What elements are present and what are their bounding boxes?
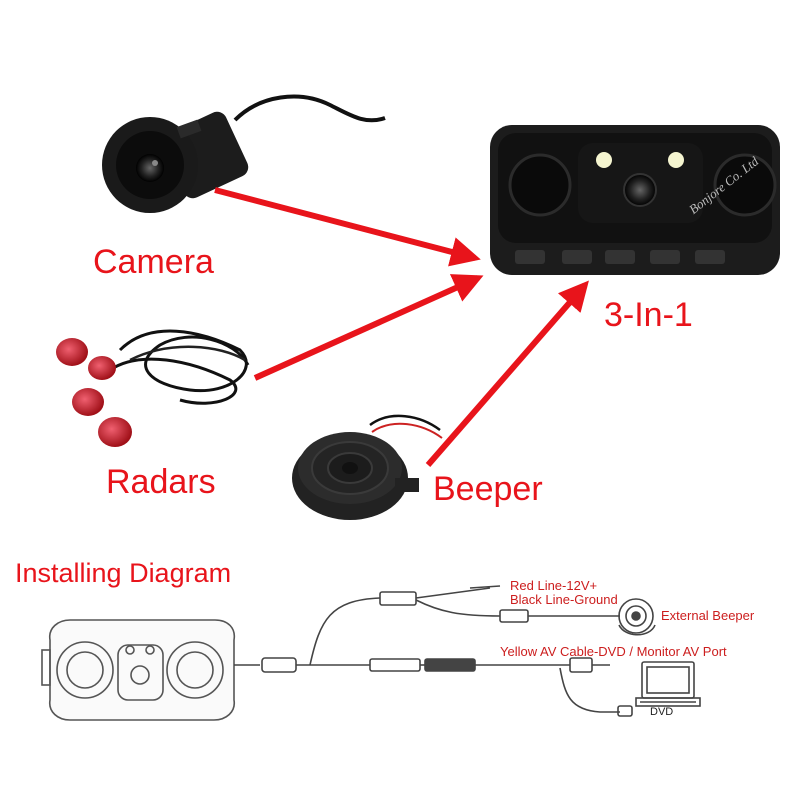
camera-image xyxy=(102,94,386,213)
three-in-one-unit-image xyxy=(490,125,780,275)
camera-label: Camera xyxy=(93,243,214,281)
installing-diagram-heading: Installing Diagram xyxy=(15,558,232,588)
arrow-radars xyxy=(253,274,484,381)
radars-label: Radars xyxy=(106,463,216,501)
three-in-one-label: 3-In-1 xyxy=(604,296,693,334)
red-line-label: Red Line-12V+ xyxy=(510,578,598,593)
dvd-label: DVD xyxy=(650,706,674,718)
dvd-monitor-outline xyxy=(635,661,701,707)
wiring-lines xyxy=(234,585,633,717)
black-line-label: Black Line-Ground xyxy=(510,592,618,607)
beeper-label: Beeper xyxy=(433,470,543,508)
radars-image xyxy=(56,329,250,447)
beeper-image xyxy=(292,414,443,520)
arrow-camera xyxy=(214,187,481,267)
installing-unit-outline xyxy=(41,619,236,721)
external-beeper-outline xyxy=(618,598,656,636)
yellow-av-label: Yellow AV Cable-DVD / Monitor AV Port xyxy=(500,644,727,659)
arrow-beeper xyxy=(425,280,589,467)
external-beeper-label: External Beeper xyxy=(661,608,755,623)
arrows xyxy=(214,187,589,467)
